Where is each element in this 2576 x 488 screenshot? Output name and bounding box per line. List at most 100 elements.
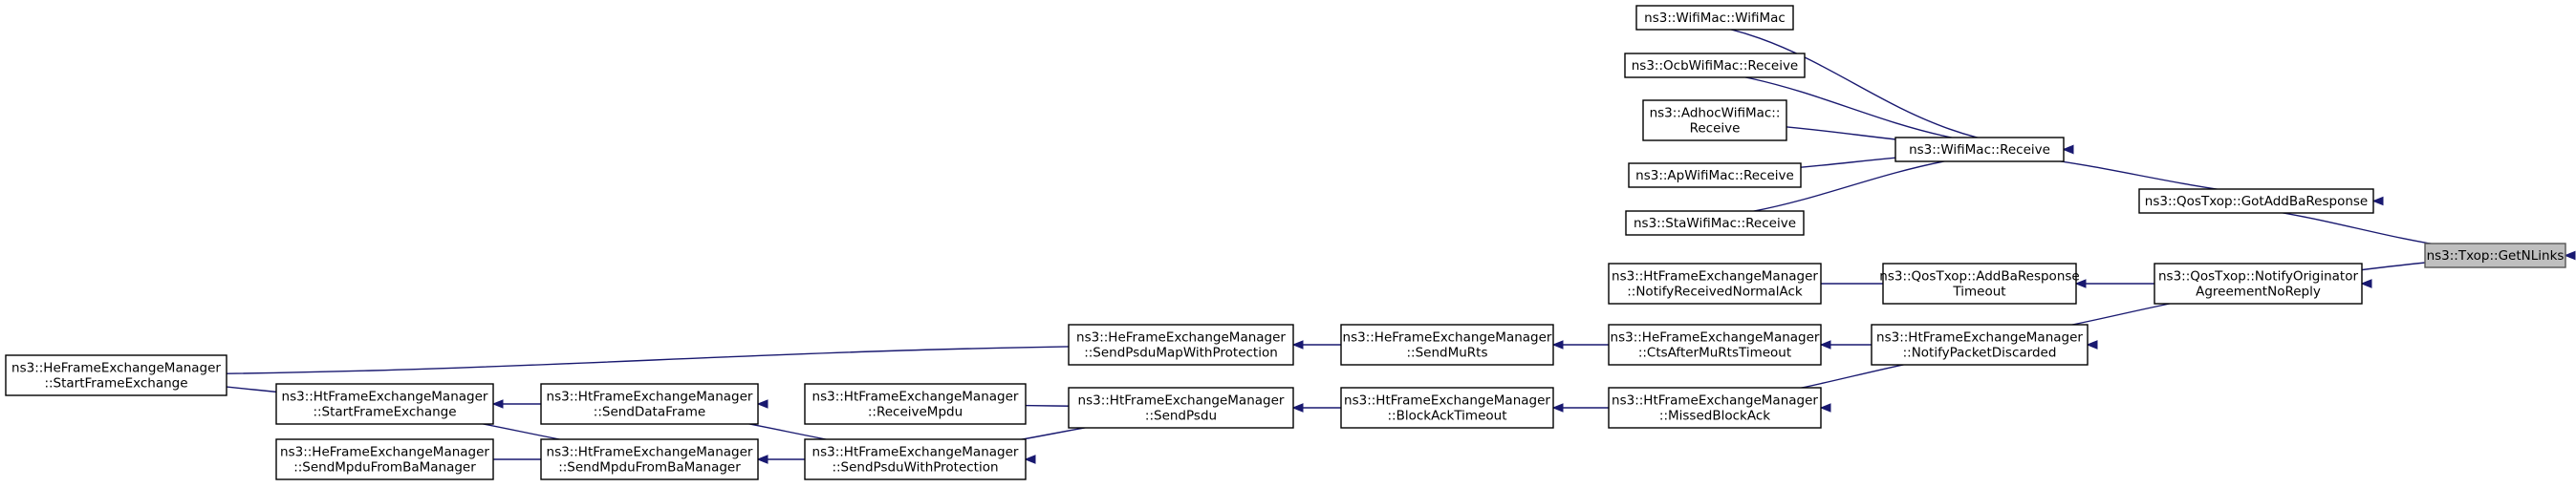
node-label: ::MissedBlockAck [1659,409,1770,424]
node-box [1882,263,2077,305]
node-box [1068,387,1294,429]
node-label: ns3::HeFrameExchangeManager [11,361,221,376]
node-box [1340,387,1554,429]
node-box [1608,324,1822,366]
node-box [1624,53,1806,78]
node-label: ns3::HtFrameExchangeManager [1344,393,1550,409]
node-notify-normal-ack[interactable]: ns3::HtFrameExchangeManager::NotifyRecei… [1608,263,1822,305]
node-label: ::SendMpduFromBaManager [558,460,741,476]
node-box [275,383,494,425]
node-label: ns3::StaWifiMac::Receive [1634,216,1796,231]
arrowhead [1024,455,1036,464]
node-box [275,438,494,480]
node-box [540,438,759,480]
node-label: ns3::HtFrameExchangeManager [1612,269,1818,285]
node-label: ns3::QosTxop::AddBaResponse [1879,269,2079,285]
node-label: ns3::HtFrameExchangeManager [547,390,753,405]
node-receive-mpdu[interactable]: ns3::HtFrameExchangeManager::ReceiveMpdu [804,383,1027,425]
arrowhead [2371,196,2384,206]
node-label: ns3::ApWifiMac::Receive [1635,168,1794,183]
node-label: ::NotifyPacketDiscarded [1903,346,2057,361]
node-send-psdu-prot[interactable]: ns3::HtFrameExchangeManager::SendPsduWit… [804,438,1027,480]
node-box [2138,188,2374,214]
arrowhead [1551,403,1564,413]
node-label: ns3::Txop::GetNLinks [2427,248,2565,264]
node-label: ::ReceiveMpdu [868,405,963,420]
node-adhoc-receive[interactable]: ns3::AdhocWifiMac::Receive [1642,99,1787,141]
node-label: ns3::HtFrameExchangeManager [547,445,753,460]
node-notifyorig[interactable]: ns3::QosTxop::NotifyOriginatorAgreementN… [2154,263,2363,305]
node-ht-send-mpdu-ba[interactable]: ns3::HtFrameExchangeManager::SendMpduFro… [540,438,759,480]
nodes-layer: ns3::Txop::GetNLinks ns3::QosTxop::GotAdd… [5,5,2566,480]
arrowhead [2564,250,2576,261]
arrowhead [2360,279,2372,288]
node-label: ns3::OcbWifiMac::Receive [1632,58,1799,74]
node-label: ::NotifyReceivedNormalAck [1627,285,1803,300]
node-send-murts[interactable]: ns3::HeFrameExchangeManager::SendMuRts [1340,324,1554,366]
node-label: ::SendDataFrame [594,405,705,420]
node-box [1628,162,1802,188]
node-box [1635,5,1794,31]
node-label: ns3::HtFrameExchangeManager [1876,330,2083,346]
node-box [5,354,227,396]
node-box [1871,324,2089,366]
node-wifimac-ctor[interactable]: ns3::WifiMac::WifiMac [1635,5,1794,31]
node-getnlinks[interactable]: ns3::Txop::GetNLinks [2424,243,2566,268]
node-notify-pkt-discarded[interactable]: ns3::HtFrameExchangeManager::NotifyPacke… [1871,324,2089,366]
node-label: ::SendPsduMapWithProtection [1084,346,1278,361]
node-box [2424,243,2566,268]
node-block-ack-timeout[interactable]: ns3::HtFrameExchangeManager::BlockAckTim… [1340,387,1554,429]
node-send-psdu-map[interactable]: ns3::HeFrameExchangeManager::SendPsduMap… [1068,324,1294,366]
arrowhead [1291,403,1304,413]
node-box [1068,324,1294,366]
arrowhead [2086,340,2098,350]
node-label: ns3::WifiMac::Receive [1909,142,2050,158]
node-missed-block-ack[interactable]: ns3::HtFrameExchangeManager::MissedBlock… [1608,387,1822,429]
node-label: ns3::HeFrameExchangeManager [1076,330,1286,346]
node-box [1608,387,1822,429]
node-send-psdu[interactable]: ns3::HtFrameExchangeManager::SendPsdu [1068,387,1294,429]
arrowhead [1551,340,1564,350]
node-label: ns3::HeFrameExchangeManager [1343,330,1552,346]
node-box [804,383,1027,425]
node-send-data-frame[interactable]: ns3::HtFrameExchangeManager::SendDataFra… [540,383,759,425]
node-label: ns3::HtFrameExchangeManager [1078,393,1285,409]
node-label: ::CtsAfterMuRtsTimeout [1638,346,1791,361]
node-label: ns3::WifiMac::WifiMac [1644,11,1786,26]
node-label: ::BlockAckTimeout [1388,409,1507,424]
node-ap-receive[interactable]: ns3::ApWifiMac::Receive [1628,162,1802,188]
node-he-start-fe[interactable]: ns3::HeFrameExchangeManager::StartFrameE… [5,354,227,396]
arrowhead [756,455,768,464]
node-wifimac-receive[interactable]: ns3::WifiMac::Receive [1894,137,2065,162]
node-box [1894,137,2065,162]
node-label: ::SendPsduWithProtection [832,460,998,476]
arrowhead [756,399,768,409]
node-box [1642,99,1787,141]
node-box [540,383,759,425]
node-label: ns3::HeFrameExchangeManager [280,445,489,460]
node-sta-receive[interactable]: ns3::StaWifiMac::Receive [1625,210,1805,236]
node-ht-start-fe[interactable]: ns3::HtFrameExchangeManager::StartFrameE… [275,383,494,425]
node-label: Timeout [1952,285,2005,300]
arrowhead [1819,403,1831,413]
node-label: ns3::AdhocWifiMac:: [1650,106,1781,121]
node-box [2154,263,2363,305]
node-gotaddba[interactable]: ns3::QosTxop::GotAddBaResponse [2138,188,2374,214]
arrowhead [1291,340,1304,350]
node-label: Receive [1690,121,1741,137]
arrowhead [491,399,504,409]
arrowhead [1819,340,1831,350]
node-label: ns3::QosTxop::NotifyOriginator [2158,269,2358,285]
node-label: ::SendPsdu [1145,409,1217,424]
node-he-send-mpdu-ba[interactable]: ns3::HeFrameExchangeManager::SendMpduFro… [275,438,494,480]
node-label: ns3::HtFrameExchangeManager [812,390,1019,405]
node-label: ns3::HeFrameExchangeManager [1611,330,1820,346]
arrowhead [2074,279,2087,288]
node-label: ns3::HtFrameExchangeManager [812,445,1019,460]
node-box [1625,210,1805,236]
node-cts-after-murts[interactable]: ns3::HeFrameExchangeManager::CtsAfterMuR… [1608,324,1822,366]
node-ocb-receive[interactable]: ns3::OcbWifiMac::Receive [1624,53,1806,78]
node-box [804,438,1027,480]
